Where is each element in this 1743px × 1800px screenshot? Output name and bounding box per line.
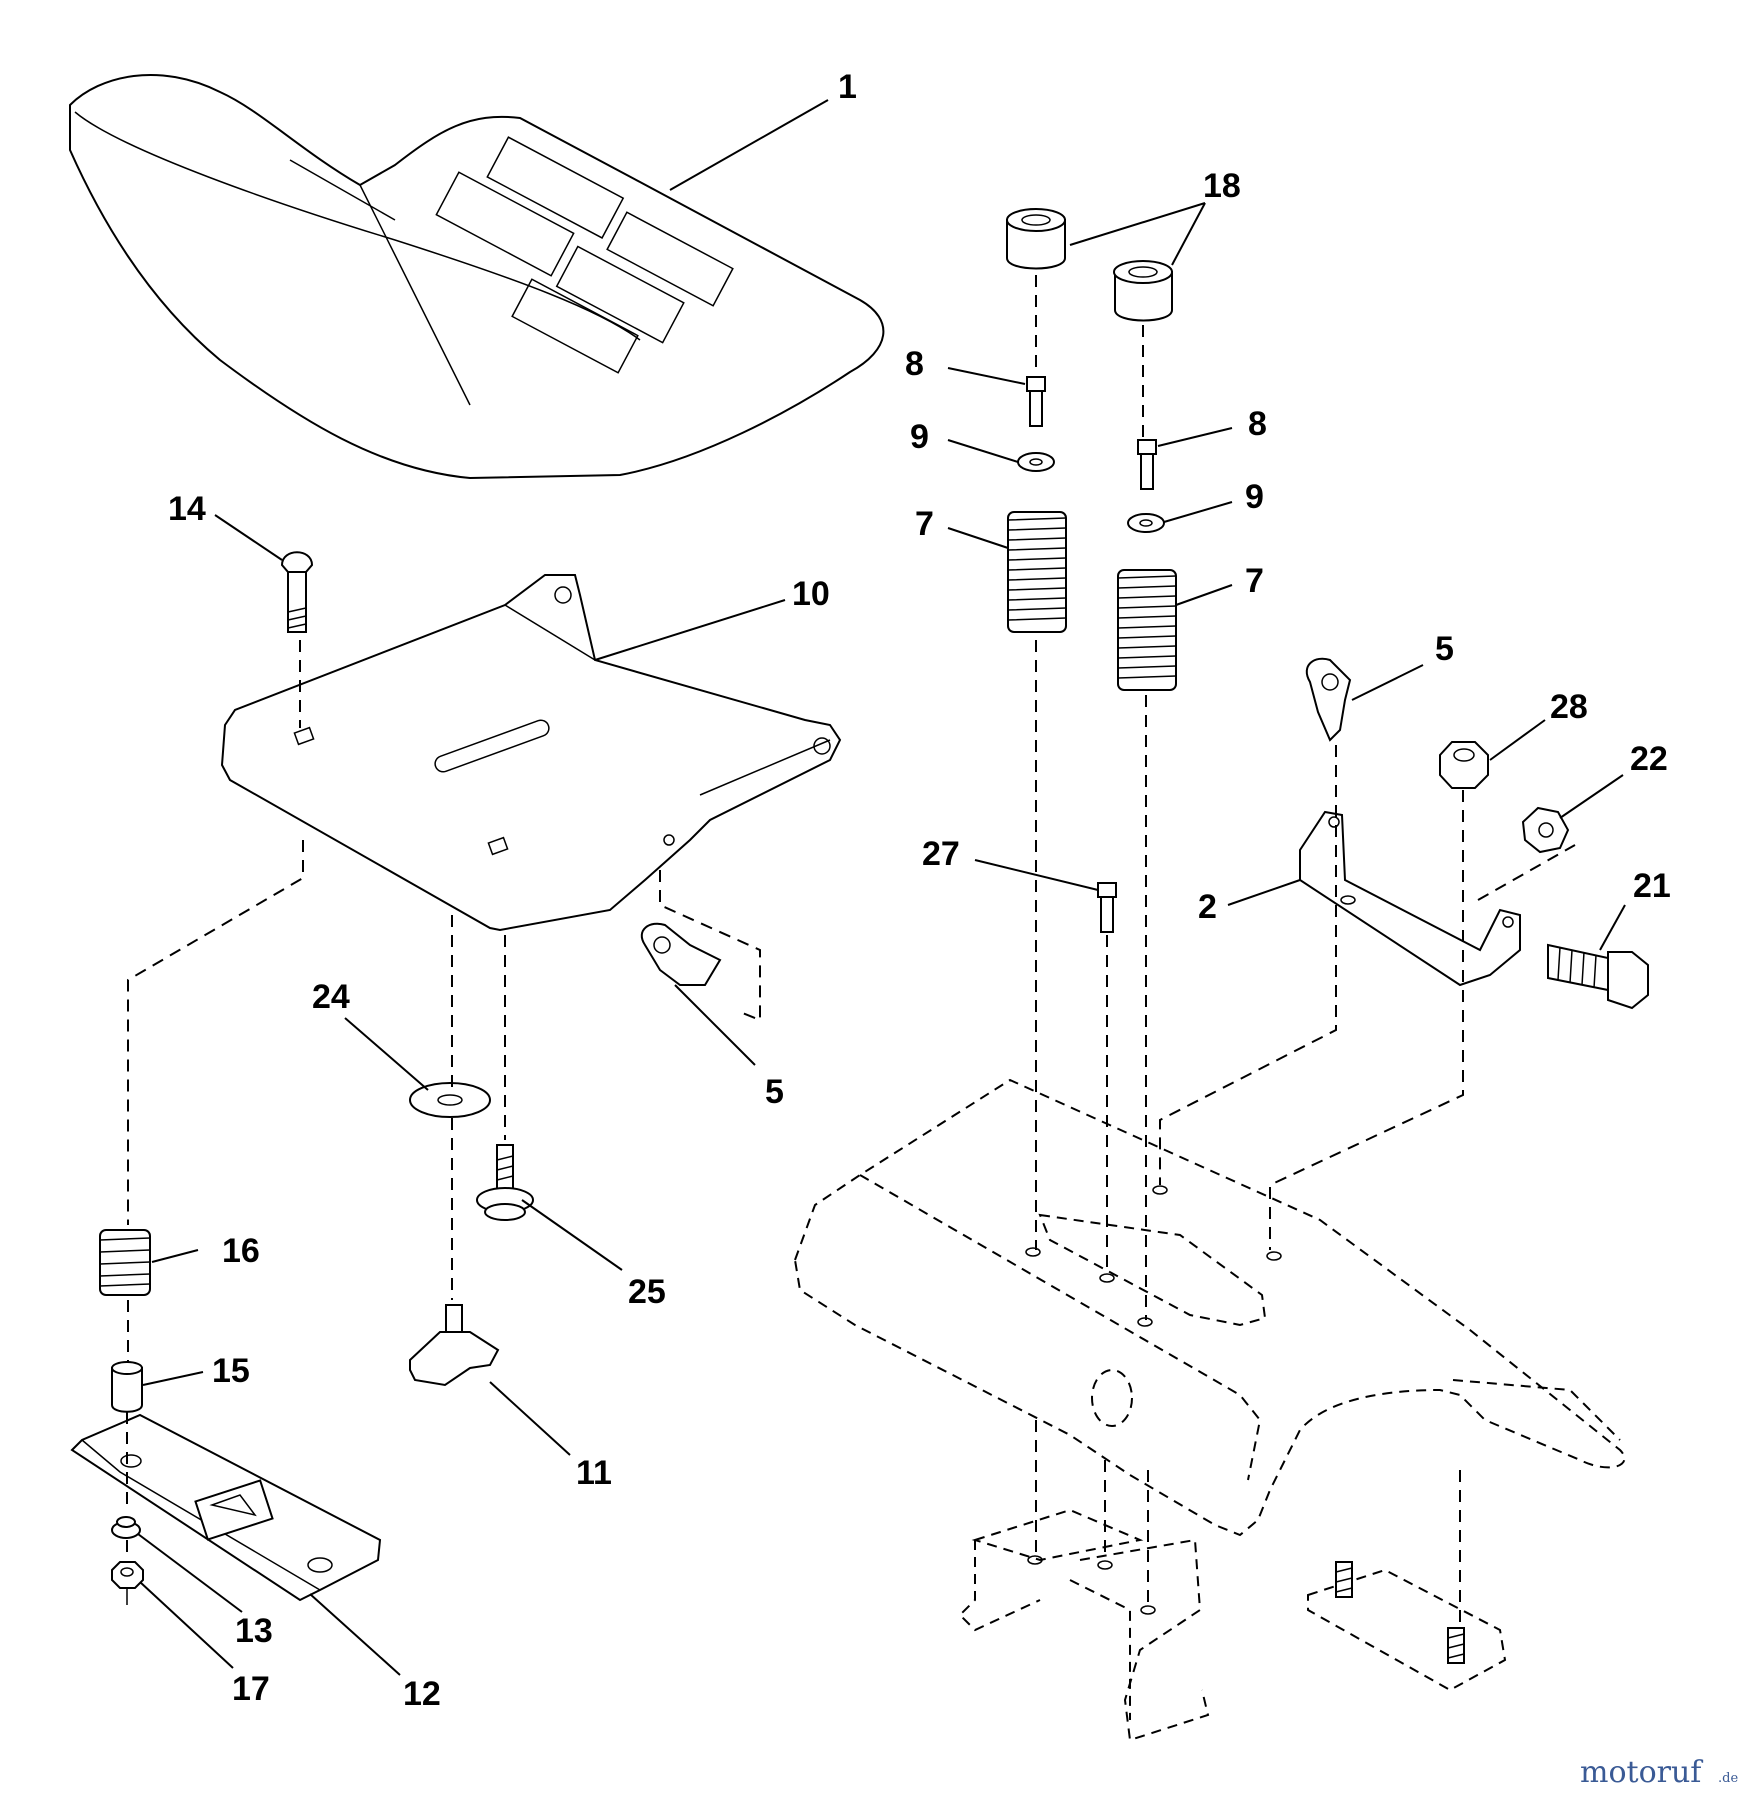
- callout-14: 14: [168, 490, 206, 528]
- callout-27: 27: [922, 835, 960, 873]
- seat-pan: [220, 574, 842, 932]
- callout-7: 7: [915, 505, 934, 543]
- callout-2: 2: [1198, 888, 1217, 926]
- seat-bracket: [1299, 810, 1521, 987]
- callout-5: 5: [765, 1073, 784, 1111]
- callout-21: 21: [1633, 867, 1671, 905]
- callout-8: 8: [905, 345, 924, 383]
- leader-lines: [137, 99, 1626, 1676]
- mower-frame: [793, 1078, 1626, 1742]
- spring-assembly-right: [1113, 260, 1177, 691]
- spacer: [111, 1361, 143, 1413]
- shoulder-screw: [476, 1144, 534, 1221]
- alignment-lines: [126, 275, 1576, 1625]
- compression-spring: [99, 1229, 151, 1296]
- stud-bolts: [1335, 1561, 1465, 1664]
- shoulder-bolt: [1547, 943, 1649, 1010]
- callout-9: 9: [1245, 478, 1264, 516]
- callouts: 1 18 8 8 9 9 7 7 14 10 5 28 22 27 2 21 2…: [168, 68, 1671, 1713]
- adjustment-knob: [409, 1304, 500, 1387]
- callout-13: 13: [235, 1612, 273, 1650]
- coil-spring-right: [1117, 569, 1177, 691]
- bolt-27: [1097, 882, 1117, 933]
- hex-nut: [1521, 806, 1570, 854]
- cable-clip-right: [1305, 657, 1352, 742]
- callout-5: 5: [1435, 630, 1454, 668]
- watermark-suffix: .de: [1718, 1771, 1738, 1786]
- flat-washer: [409, 1082, 491, 1118]
- callout-11: 11: [576, 1454, 612, 1492]
- callout-17: 17: [232, 1670, 270, 1708]
- lock-nut: [1439, 741, 1489, 789]
- callout-15: 15: [212, 1352, 250, 1390]
- callout-7: 7: [1245, 562, 1264, 600]
- callout-8: 8: [1248, 405, 1267, 443]
- callout-9: 9: [910, 418, 929, 456]
- callout-24: 24: [312, 978, 350, 1016]
- callout-25: 25: [628, 1273, 666, 1311]
- callout-28: 28: [1550, 688, 1588, 726]
- callout-16: 16: [222, 1232, 260, 1270]
- slide-bracket: [70, 1413, 382, 1602]
- watermark-text: motoruf: [1580, 1755, 1703, 1790]
- callout-10: 10: [792, 575, 830, 613]
- spring-assembly-left: [1006, 208, 1067, 633]
- callout-12: 12: [403, 1675, 441, 1713]
- callout-1: 1: [838, 68, 857, 106]
- seat: [69, 74, 885, 480]
- callout-22: 22: [1630, 740, 1668, 778]
- flange-nut: [111, 1516, 141, 1539]
- cable-clip-left: [640, 922, 722, 986]
- hex-nut-17: [111, 1561, 144, 1589]
- callout-18: 18: [1203, 167, 1241, 205]
- coil-spring-left: [1007, 511, 1067, 633]
- watermark-logo: motoruf .de: [1580, 1755, 1738, 1790]
- carriage-bolt: [280, 551, 314, 633]
